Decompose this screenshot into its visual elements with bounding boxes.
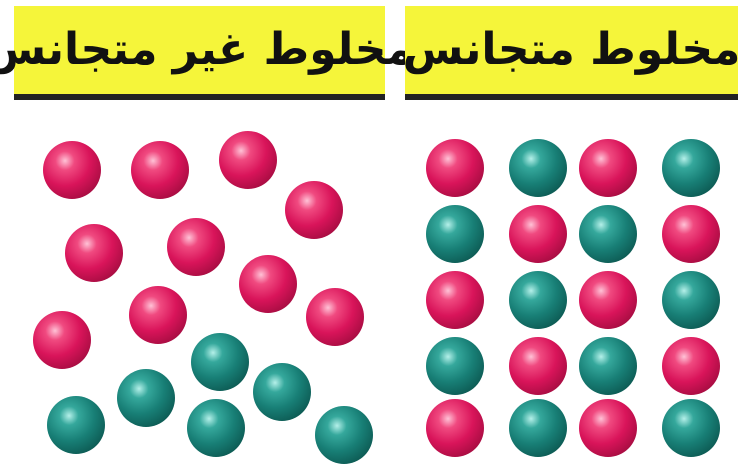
teal-particle <box>579 205 637 263</box>
red-particle <box>129 286 187 344</box>
red-particle <box>426 271 484 329</box>
teal-particle <box>509 399 567 457</box>
homogeneous-mixture-title: مخلوط متجانس <box>403 28 738 72</box>
teal-particle <box>426 205 484 263</box>
red-particle <box>662 205 720 263</box>
red-particle <box>509 337 567 395</box>
teal-particle <box>509 139 567 197</box>
teal-particle <box>187 399 245 457</box>
teal-particle <box>579 337 637 395</box>
red-particle <box>426 399 484 457</box>
red-particle <box>167 218 225 276</box>
red-particle <box>219 131 277 189</box>
heterogeneous-mixture-banner: مخلوط غير متجانس <box>14 6 385 100</box>
red-particle <box>662 337 720 395</box>
teal-particle <box>662 399 720 457</box>
red-particle <box>579 271 637 329</box>
homogeneous-mixture-banner: مخلوط متجانس <box>405 6 738 100</box>
teal-particle <box>117 369 175 427</box>
teal-particle <box>426 337 484 395</box>
teal-particle <box>662 271 720 329</box>
red-particle <box>65 224 123 282</box>
teal-particle <box>191 333 249 391</box>
teal-particle <box>47 396 105 454</box>
heterogeneous-mixture-title: مخلوط غير متجانس <box>0 28 414 72</box>
red-particle <box>579 139 637 197</box>
heterogeneous-mixture-panel: مخلوط غير متجانس <box>0 0 395 471</box>
red-particle <box>426 139 484 197</box>
teal-particle <box>253 363 311 421</box>
teal-particle <box>509 271 567 329</box>
red-particle <box>579 399 637 457</box>
red-particle <box>43 141 101 199</box>
red-particle <box>33 311 91 369</box>
homogeneous-mixture-panel: مخلوط متجانس <box>395 0 738 471</box>
red-particle <box>509 205 567 263</box>
red-particle <box>131 141 189 199</box>
red-particle <box>306 288 364 346</box>
teal-particle <box>315 406 373 464</box>
red-particle <box>239 255 297 313</box>
red-particle <box>285 181 343 239</box>
teal-particle <box>662 139 720 197</box>
